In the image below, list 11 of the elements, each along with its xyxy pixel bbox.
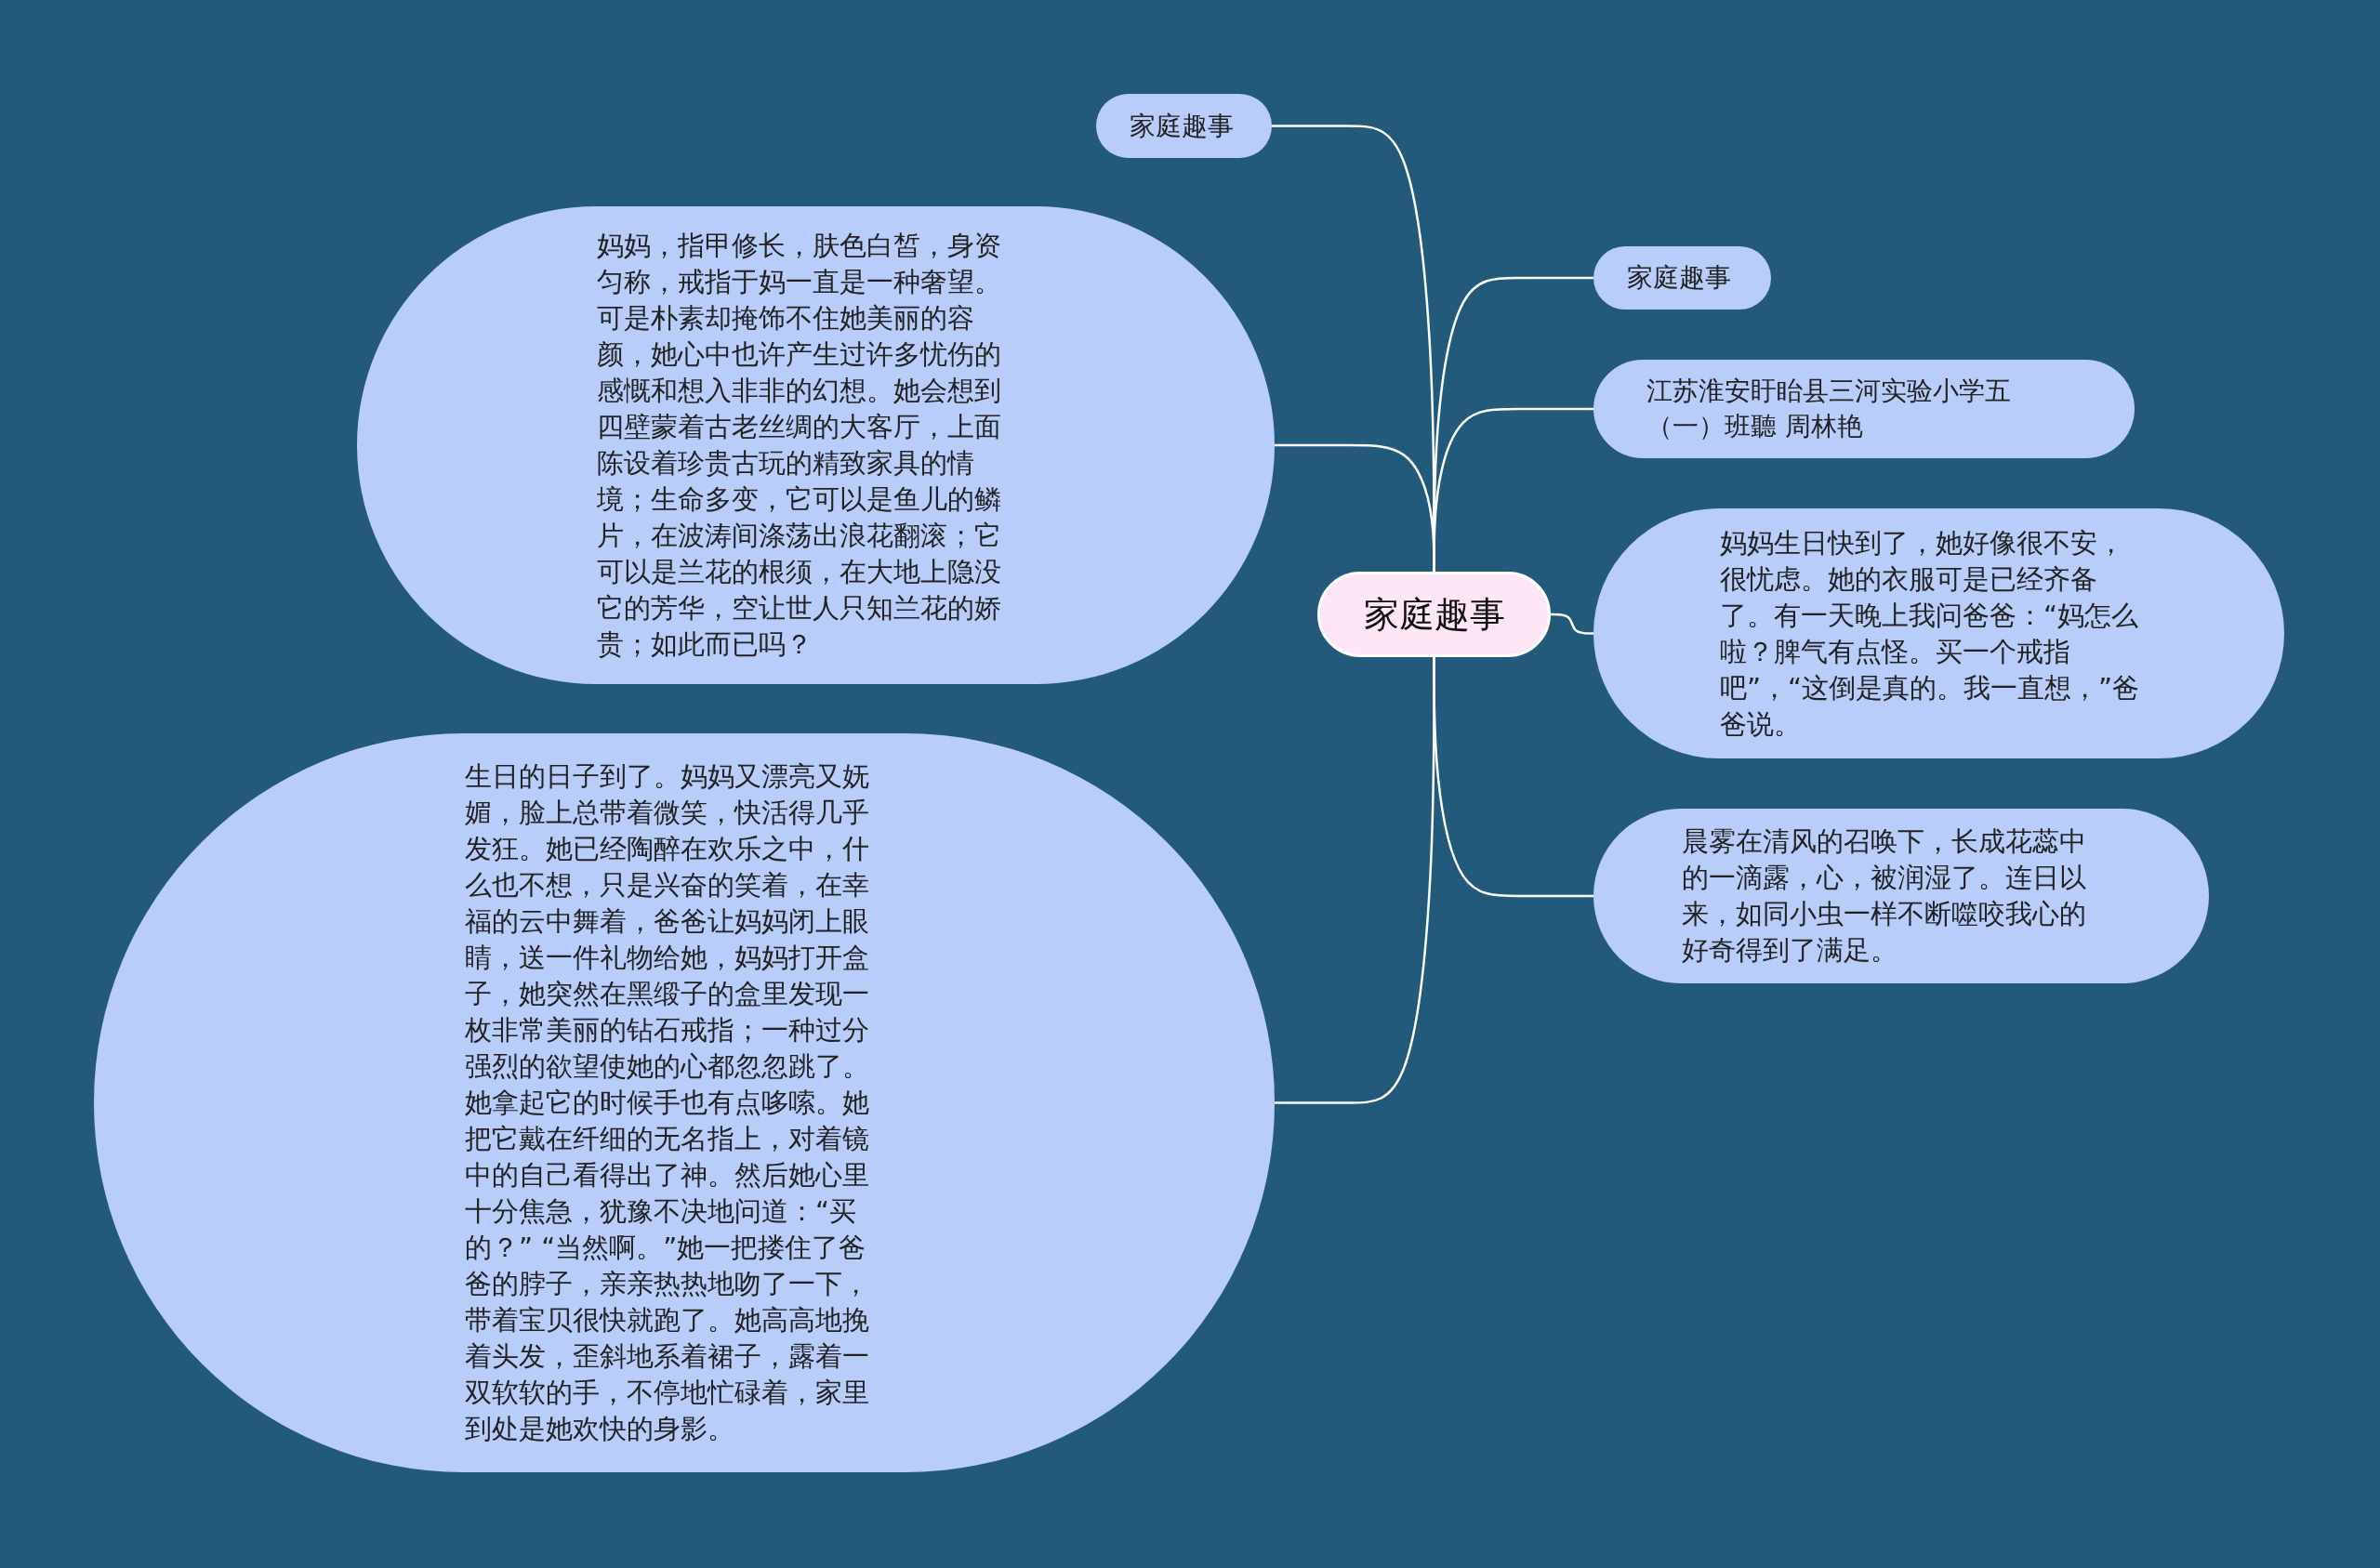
connector-line xyxy=(1433,657,1593,898)
central-topic-text: 家庭趣事 xyxy=(1363,593,1505,637)
topic-text: 江苏淮安盱眙县三河实验小学五（一）班聽 周林艳 xyxy=(1646,375,2012,443)
connector-line xyxy=(1433,407,1593,572)
topic-text: 晨雾在清风的召唤下，长成花蕊中的一滴露，心，被润湿了。连日以来，如同小虫一样不断噬咬我心的好奇得到了满足。 xyxy=(1682,824,2087,968)
topic-text: 家庭趣事 xyxy=(1627,261,1731,295)
topic-text: 生日的日子到了。妈妈又漂亮又妩媚，脸上总带着微笑，快活得几乎发狂。她已经陶醉在欢乐之中，什么也不想，只是兴奋的笑着，在幸福的云中舞着，爸爸让妈妈闭上眼睛，送一件礼物给她，妈妈打开盒子，她突然在黑缎子的盒里发现一枚非常美丽的钻石戒指；一种过分强烈的欲望使她的心都忽忽跳了。她拿起它的时候手也有点哆嗦。她把它戴在纤细的无名指上，对着镜中的自己看得出了神。然后她心里十分焦急，犹豫不决地问道：“买的？” “当然啊。”她一把搂住了爸爸的脖子，亲亲热热地吻了一下，带着宝贝很快就跑了。她高高地挽着头发，歪斜地系着裙子，露着一双软软的手，不停地忙碌着，家里到处是她欢快的身影。 xyxy=(465,759,870,1446)
topic-text: 妈妈，指甲修长，肤色白皙，身资匀称，戒指于妈一直是一种奢望。可是朴素却掩饰不住她美丽的容颜，她心中也许产生过许多忧伤的感慨和想入非非的幻想。她会想到四壁蒙着古老丝绸的大客厅，上面陈设着珍贵古玩的精致家具的情境；生命多变，它可以是鱼儿的鳞片，在波涛间涤荡出浪花翻滚；它可以是兰花的根须，在大地上隐没它的芳华，空让世人只知兰花的娇贵；如此而已吗？ xyxy=(597,229,1002,662)
connector-line xyxy=(1551,613,1593,635)
topic-text: 妈妈生日快到了，她好像很不安，很忧虑。她的衣服可是已经齐备了。有一天晚上我问爸爸：“妈怎么啦？脾气有点怪。买一个戒指吧”，“这倒是真的。我一直想，”爸爸说。 xyxy=(1720,525,2141,742)
topic-text: 家庭趣事 xyxy=(1130,109,1234,143)
